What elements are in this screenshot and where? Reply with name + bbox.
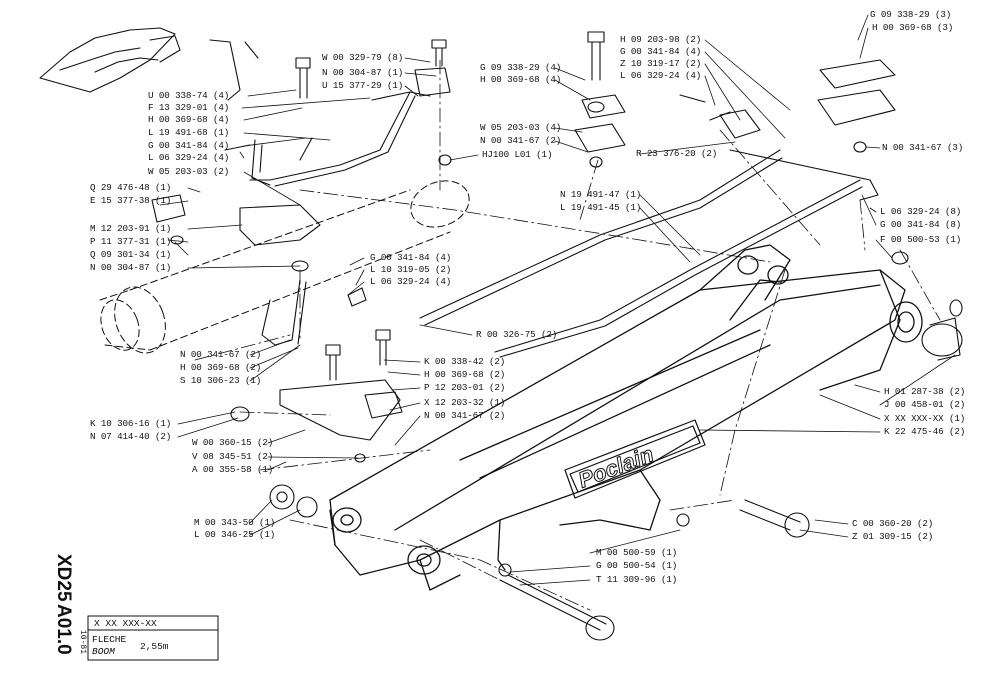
part-label: T 11 309-96 (1) (596, 574, 678, 585)
part-label: F 00 500-53 (1) (880, 234, 962, 245)
part-label: U 00 338-74 (4) (148, 90, 230, 101)
part-label: K 22 475-46 (2) (884, 426, 966, 437)
title-english: BOOM (92, 646, 115, 657)
part-label: L 06 329-24 (4) (370, 276, 452, 287)
part-label: Z 01 309-15 (2) (852, 531, 934, 542)
part-label: U 15 377-29 (1) (322, 80, 404, 91)
part-label: H 00 369-68 (2) (424, 369, 506, 380)
part-label: N 19 491-47 (1) (560, 189, 642, 200)
title-block: XD25 A01.0 10-81 X XX XXX-XX FLECHE BOOM… (52, 546, 268, 662)
center-lines (194, 59, 941, 611)
part-label: V 08 345-51 (2) (192, 451, 274, 462)
part-label: R 23 376-20 (2) (636, 148, 718, 159)
part-label: L 19 491-45 (1) (560, 202, 642, 213)
part-label: G 00 500-54 (1) (596, 560, 678, 571)
part-label: W 00 360-15 (2) (192, 437, 274, 448)
part-label: P 11 377-31 (1) (90, 236, 172, 247)
part-label: L 10 319-05 (2) (370, 264, 452, 275)
part-label: N 00 341-67 (3) (882, 142, 964, 153)
part-label: N 00 341-67 (2) (480, 135, 562, 146)
part-label: HJ100 L01 (1) (482, 149, 553, 160)
part-label: G 00 341-84 (4) (370, 252, 452, 263)
brand-text: Poclain (575, 441, 657, 492)
part-label: R 00 326-75 (2) (476, 329, 558, 340)
part-label: Q 09 301-34 (1) (90, 249, 172, 260)
part-label: M 00 500-59 (1) (596, 547, 678, 558)
part-label: W 05 203-03 (2) (148, 166, 230, 177)
boom-length: 2,55m (140, 641, 169, 652)
part-label: L 00 346-25 (1) (194, 529, 276, 540)
leader-lines (159, 14, 956, 586)
part-label: N 00 341-67 (2) (424, 410, 506, 421)
serial-range: X XX XXX-XX (94, 618, 157, 629)
part-label: L 06 329-24 (4) (148, 152, 230, 163)
title-french: FLECHE (92, 634, 127, 645)
part-label: X XX XXX-XX (1) (884, 413, 966, 424)
part-label: K 10 306-16 (1) (90, 418, 172, 429)
part-label: M 12 203-91 (1) (90, 223, 172, 234)
part-label: H 01 287-38 (2) (884, 386, 966, 397)
part-label: H 00 369-68 (4) (480, 74, 562, 85)
brand-plate (564, 419, 706, 499)
part-label: W 05 203-03 (4) (480, 122, 562, 133)
part-label: G 00 341-84 (4) (148, 140, 230, 151)
part-label: L 19 491-68 (1) (148, 127, 230, 138)
part-label: E 15 377-38 (1) (90, 195, 172, 206)
part-label: C 00 360-20 (2) (852, 518, 934, 529)
hydraulic-lines (249, 91, 863, 358)
part-label: G 00 341-84 (4) (620, 46, 702, 57)
part-label: H 00 369-68 (2) (180, 362, 262, 373)
boom-cylinder (99, 180, 470, 354)
part-label: L 06 329-24 (8) (880, 206, 962, 217)
part-label: N 00 304-87 (1) (90, 262, 172, 273)
brand-lettering: Poclain (574, 441, 657, 493)
part-label: W 00 329-79 (8) (322, 52, 404, 63)
part-label: G 09 338-29 (4) (480, 62, 562, 73)
clamp-blocks (151, 59, 896, 441)
part-label: P 12 203-01 (2) (424, 382, 506, 393)
part-label: A 00 355-58 (1) (192, 464, 274, 475)
part-label: F 13 329-01 (4) (148, 102, 230, 113)
part-label: H 00 369-68 (4) (148, 114, 230, 125)
part-label: H 09 203-98 (2) (620, 34, 702, 45)
part-label: S 10 306-23 (1) (180, 375, 262, 386)
part-label: N 07 414-40 (2) (90, 431, 172, 442)
part-label: G 09 338-29 (3) (870, 9, 952, 20)
part-label: L 06 329-24 (4) (620, 70, 702, 81)
part-label: Z 10 319-17 (2) (620, 58, 702, 69)
boom-body[interactable] (329, 244, 923, 591)
part-label: H 00 369-68 (3) (872, 22, 954, 33)
part-label: J 00 458-01 (2) (884, 399, 966, 410)
part-label: K 00 338-42 (2) (424, 356, 506, 367)
part-label: G 00 341-84 (8) (880, 219, 962, 230)
machine-silhouette (39, 27, 259, 101)
part-label: N 00 341-67 (2) (180, 349, 262, 360)
part-label: N 00 304-87 (1) (322, 67, 404, 78)
part-label: X 12 203-32 (1) (424, 397, 506, 408)
part-label: M 00 343-50 (1) (194, 517, 276, 528)
part-label: Q 29 476-48 (1) (90, 182, 172, 193)
